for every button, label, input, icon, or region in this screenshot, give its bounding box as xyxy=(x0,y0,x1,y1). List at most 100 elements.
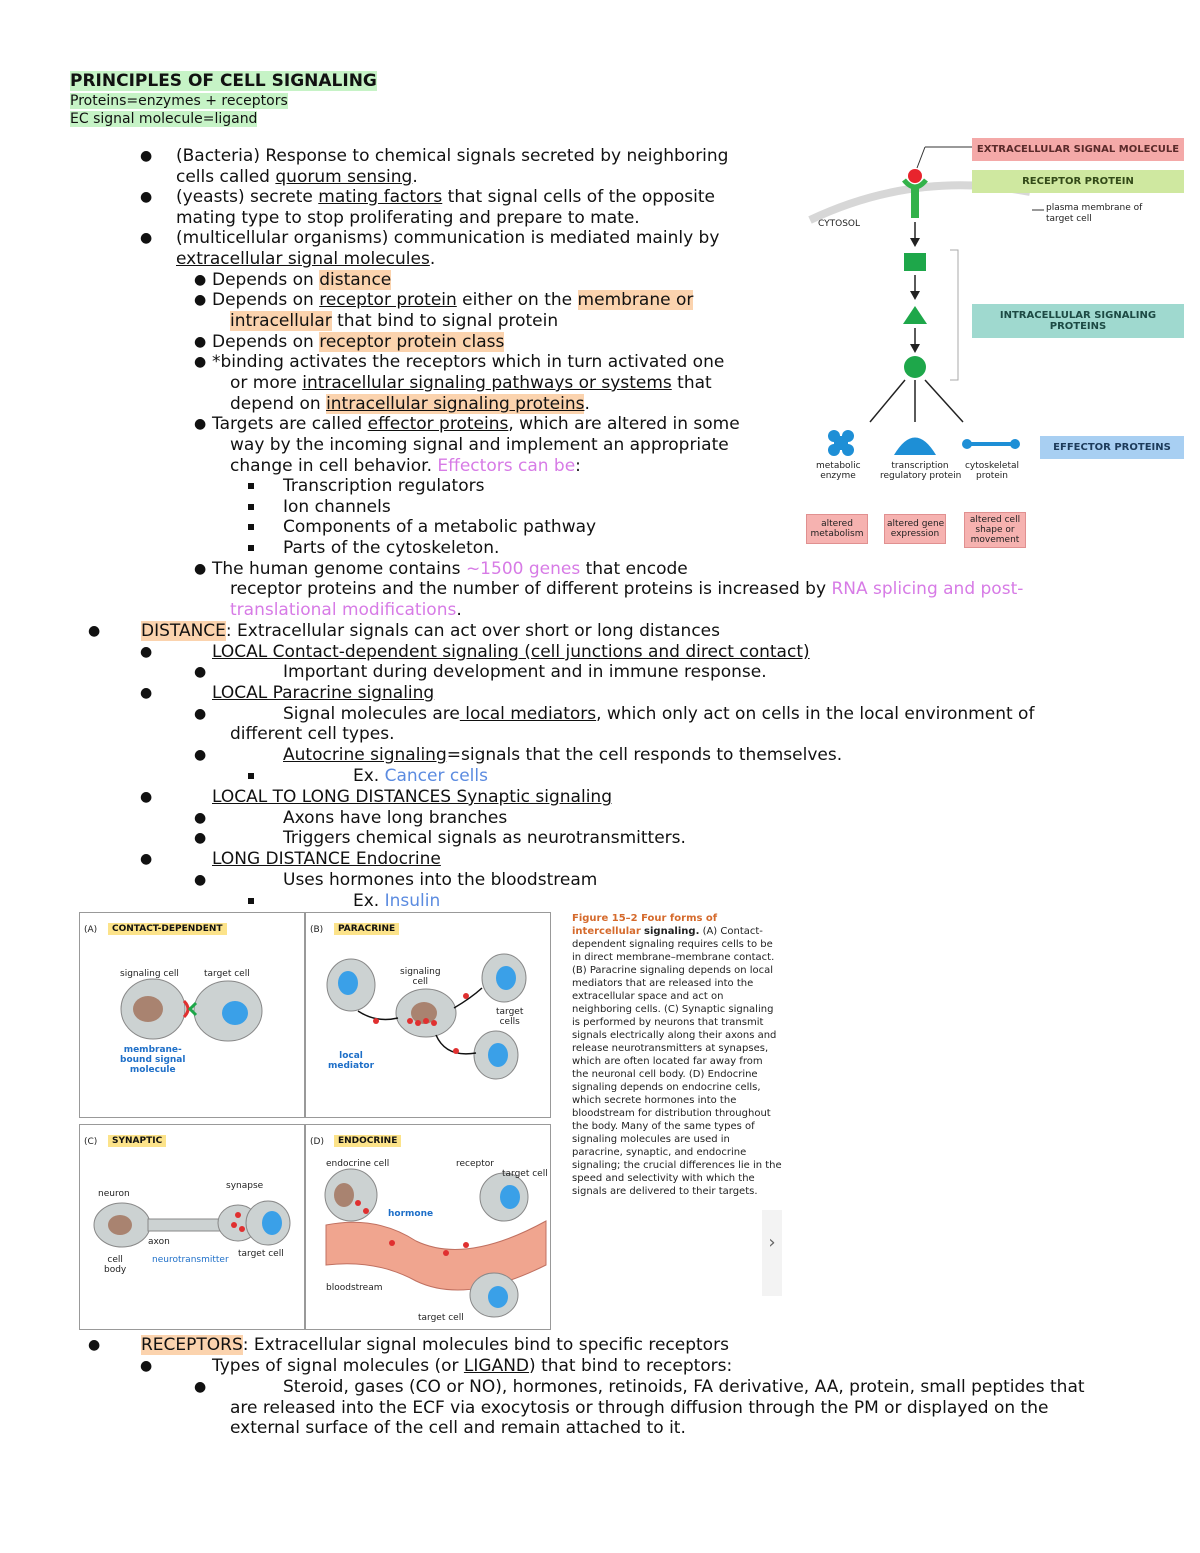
bullet-dot: ● xyxy=(194,1379,207,1395)
text-line: Depends on receptor protein class xyxy=(212,332,505,352)
text-line: Ex. Cancer cells xyxy=(353,766,488,786)
text-line: Depends on distance xyxy=(212,270,392,290)
cytoskeletal-protein-icon xyxy=(962,439,1020,449)
intracellular-proteins-label: INTRACELLULAR SIGNALING PROTEINS xyxy=(972,304,1184,338)
text-line: Transcription regulators xyxy=(283,476,485,496)
bullet-dot: ● xyxy=(194,810,207,826)
bullet-dot: ● xyxy=(194,292,207,308)
effector-proteins-label: EFFECTOR PROTEINS xyxy=(1040,436,1184,459)
bullet-dot: ● xyxy=(140,789,153,805)
bullet-square xyxy=(248,483,254,489)
plasma-membrane-label-2: target cell xyxy=(1046,214,1092,224)
text-line: way by the incoming signal and implement… xyxy=(230,435,729,455)
text-line: are released into the ECF via exocytosis… xyxy=(230,1398,1049,1418)
cytosol-label: CYTOSOL xyxy=(818,219,861,229)
text-line: (multicellular organisms) communication … xyxy=(176,228,720,248)
bullet-dot: ● xyxy=(194,334,207,350)
panel-title: SYNAPTIC xyxy=(108,1135,167,1147)
bullet-dot: ● xyxy=(140,644,153,660)
next-arrow-icon[interactable]: › xyxy=(762,1210,782,1296)
text-line: receptor proteins and the number of diff… xyxy=(230,579,1024,599)
text-line: Steroid, gases (CO or NO), hormones, ret… xyxy=(283,1377,1085,1397)
text-line: extracellular signal molecules. xyxy=(176,249,436,269)
extracellular-signal-label: EXTRACELLULAR SIGNAL MOLECULE xyxy=(972,138,1184,161)
text-line: DISTANCE: Extracellular signals can act … xyxy=(141,621,720,641)
text-line: Autocrine signaling=signals that the cel… xyxy=(283,745,843,765)
text-line: The human genome contains ~1500 genes th… xyxy=(212,559,688,579)
text-line: translational modifications. xyxy=(230,600,462,620)
text-line: external surface of the cell and remain … xyxy=(230,1418,686,1438)
signal-molecule-icon xyxy=(908,169,922,183)
text-line: (Bacteria) Response to chemical signals … xyxy=(176,146,729,166)
bullet-dot: ● xyxy=(140,148,153,164)
text-line: Axons have long branches xyxy=(283,808,508,828)
synaptic-diagram xyxy=(93,1200,291,1248)
bullet-dot: ● xyxy=(140,230,153,246)
paracrine-cells-diagram xyxy=(326,953,527,1080)
text-line: RECEPTORS: Extracellular signal molecule… xyxy=(141,1335,729,1355)
header-line-2: EC signal molecule=ligand xyxy=(70,111,258,127)
bullet-dot: ● xyxy=(140,189,153,205)
page-title: PRINCIPLES OF CELL SIGNALING xyxy=(70,71,377,91)
bullet-dot: ● xyxy=(140,851,153,867)
bullet-dot: ● xyxy=(194,706,207,722)
panel-title: ENDOCRINE xyxy=(334,1135,402,1147)
signaling-pathway-figure: EXTRACELLULAR SIGNAL MOLECULE RECEPTOR P… xyxy=(800,130,1190,560)
panel-contact-dependent: (A) CONTACT-DEPENDENT signaling cell tar… xyxy=(79,912,305,1118)
text-line: Types of signal molecules (or LIGAND) th… xyxy=(212,1356,733,1376)
text-line: change in cell behavior. Effectors can b… xyxy=(230,456,581,476)
text-line: Parts of the cytoskeleton. xyxy=(283,538,500,558)
text-line: Ex. Insulin xyxy=(353,891,441,911)
panel-endocrine: (D) ENDOCRINE endocrine cell receptor ta… xyxy=(305,1124,551,1330)
signaling-protein-circle-icon xyxy=(904,356,926,378)
figure-caption: Figure 15–2 Four forms of intercellular … xyxy=(572,913,782,1197)
bullet-dot: ● xyxy=(88,1337,101,1353)
bullet-dot: ● xyxy=(140,1358,153,1374)
text-line: (yeasts) secrete mating factors that sig… xyxy=(176,187,715,207)
text-line: LONG DISTANCE Endocrine xyxy=(212,849,441,869)
pathway-diagram xyxy=(808,146,1044,456)
plasma-membrane-label: plasma membrane of xyxy=(1046,203,1143,213)
text-line: intracellular that bind to signal protei… xyxy=(230,311,559,331)
bullet-square xyxy=(248,773,254,779)
receptor-protein-label: RECEPTOR PROTEIN xyxy=(972,170,1184,193)
text-line: Depends on receptor protein either on th… xyxy=(212,290,694,310)
bullet-dot: ● xyxy=(194,272,207,288)
text-line: Signal molecules are local mediators, wh… xyxy=(283,704,1035,724)
text-line: depend on intracellular signaling protei… xyxy=(230,394,590,414)
metabolic-enzyme-icon xyxy=(828,430,854,456)
text-line: or more intracellular signaling pathways… xyxy=(230,373,712,393)
bullet-square xyxy=(248,524,254,530)
text-line: cells called quorum sensing. xyxy=(176,167,418,187)
bullet-square xyxy=(248,504,254,510)
transcription-protein-icon xyxy=(894,437,936,455)
text-line: different cell types. xyxy=(230,724,395,744)
text-line: mating type to stop proliferating and pr… xyxy=(176,208,640,228)
text-line: Important during development and in immu… xyxy=(283,662,767,682)
bullet-dot: ● xyxy=(194,664,207,680)
text-line: Triggers chemical signals as neurotransm… xyxy=(283,828,686,848)
bullet-square xyxy=(248,898,254,904)
text-line: *binding activates the receptors which i… xyxy=(212,352,725,372)
text-line: Targets are called effector proteins, wh… xyxy=(212,414,740,434)
bullet-dot: ● xyxy=(194,416,207,432)
bullet-dot: ● xyxy=(88,623,101,639)
contact-cells-diagram xyxy=(120,978,263,1042)
receptor-icon xyxy=(911,188,919,218)
signaling-protein-square-icon xyxy=(904,253,926,271)
bullet-dot: ● xyxy=(140,685,153,701)
panel-title: CONTACT-DEPENDENT xyxy=(108,923,227,935)
text-line: LOCAL TO LONG DISTANCES Synaptic signali… xyxy=(212,787,612,807)
text-line: Components of a metabolic pathway xyxy=(283,517,597,537)
text-line: LOCAL Paracrine signaling xyxy=(212,683,435,703)
panel-title: PARACRINE xyxy=(334,923,400,935)
text-line: Ion channels xyxy=(283,497,391,517)
bullet-dot: ● xyxy=(194,747,207,763)
header-line-1: Proteins=enzymes + receptors xyxy=(70,93,288,109)
